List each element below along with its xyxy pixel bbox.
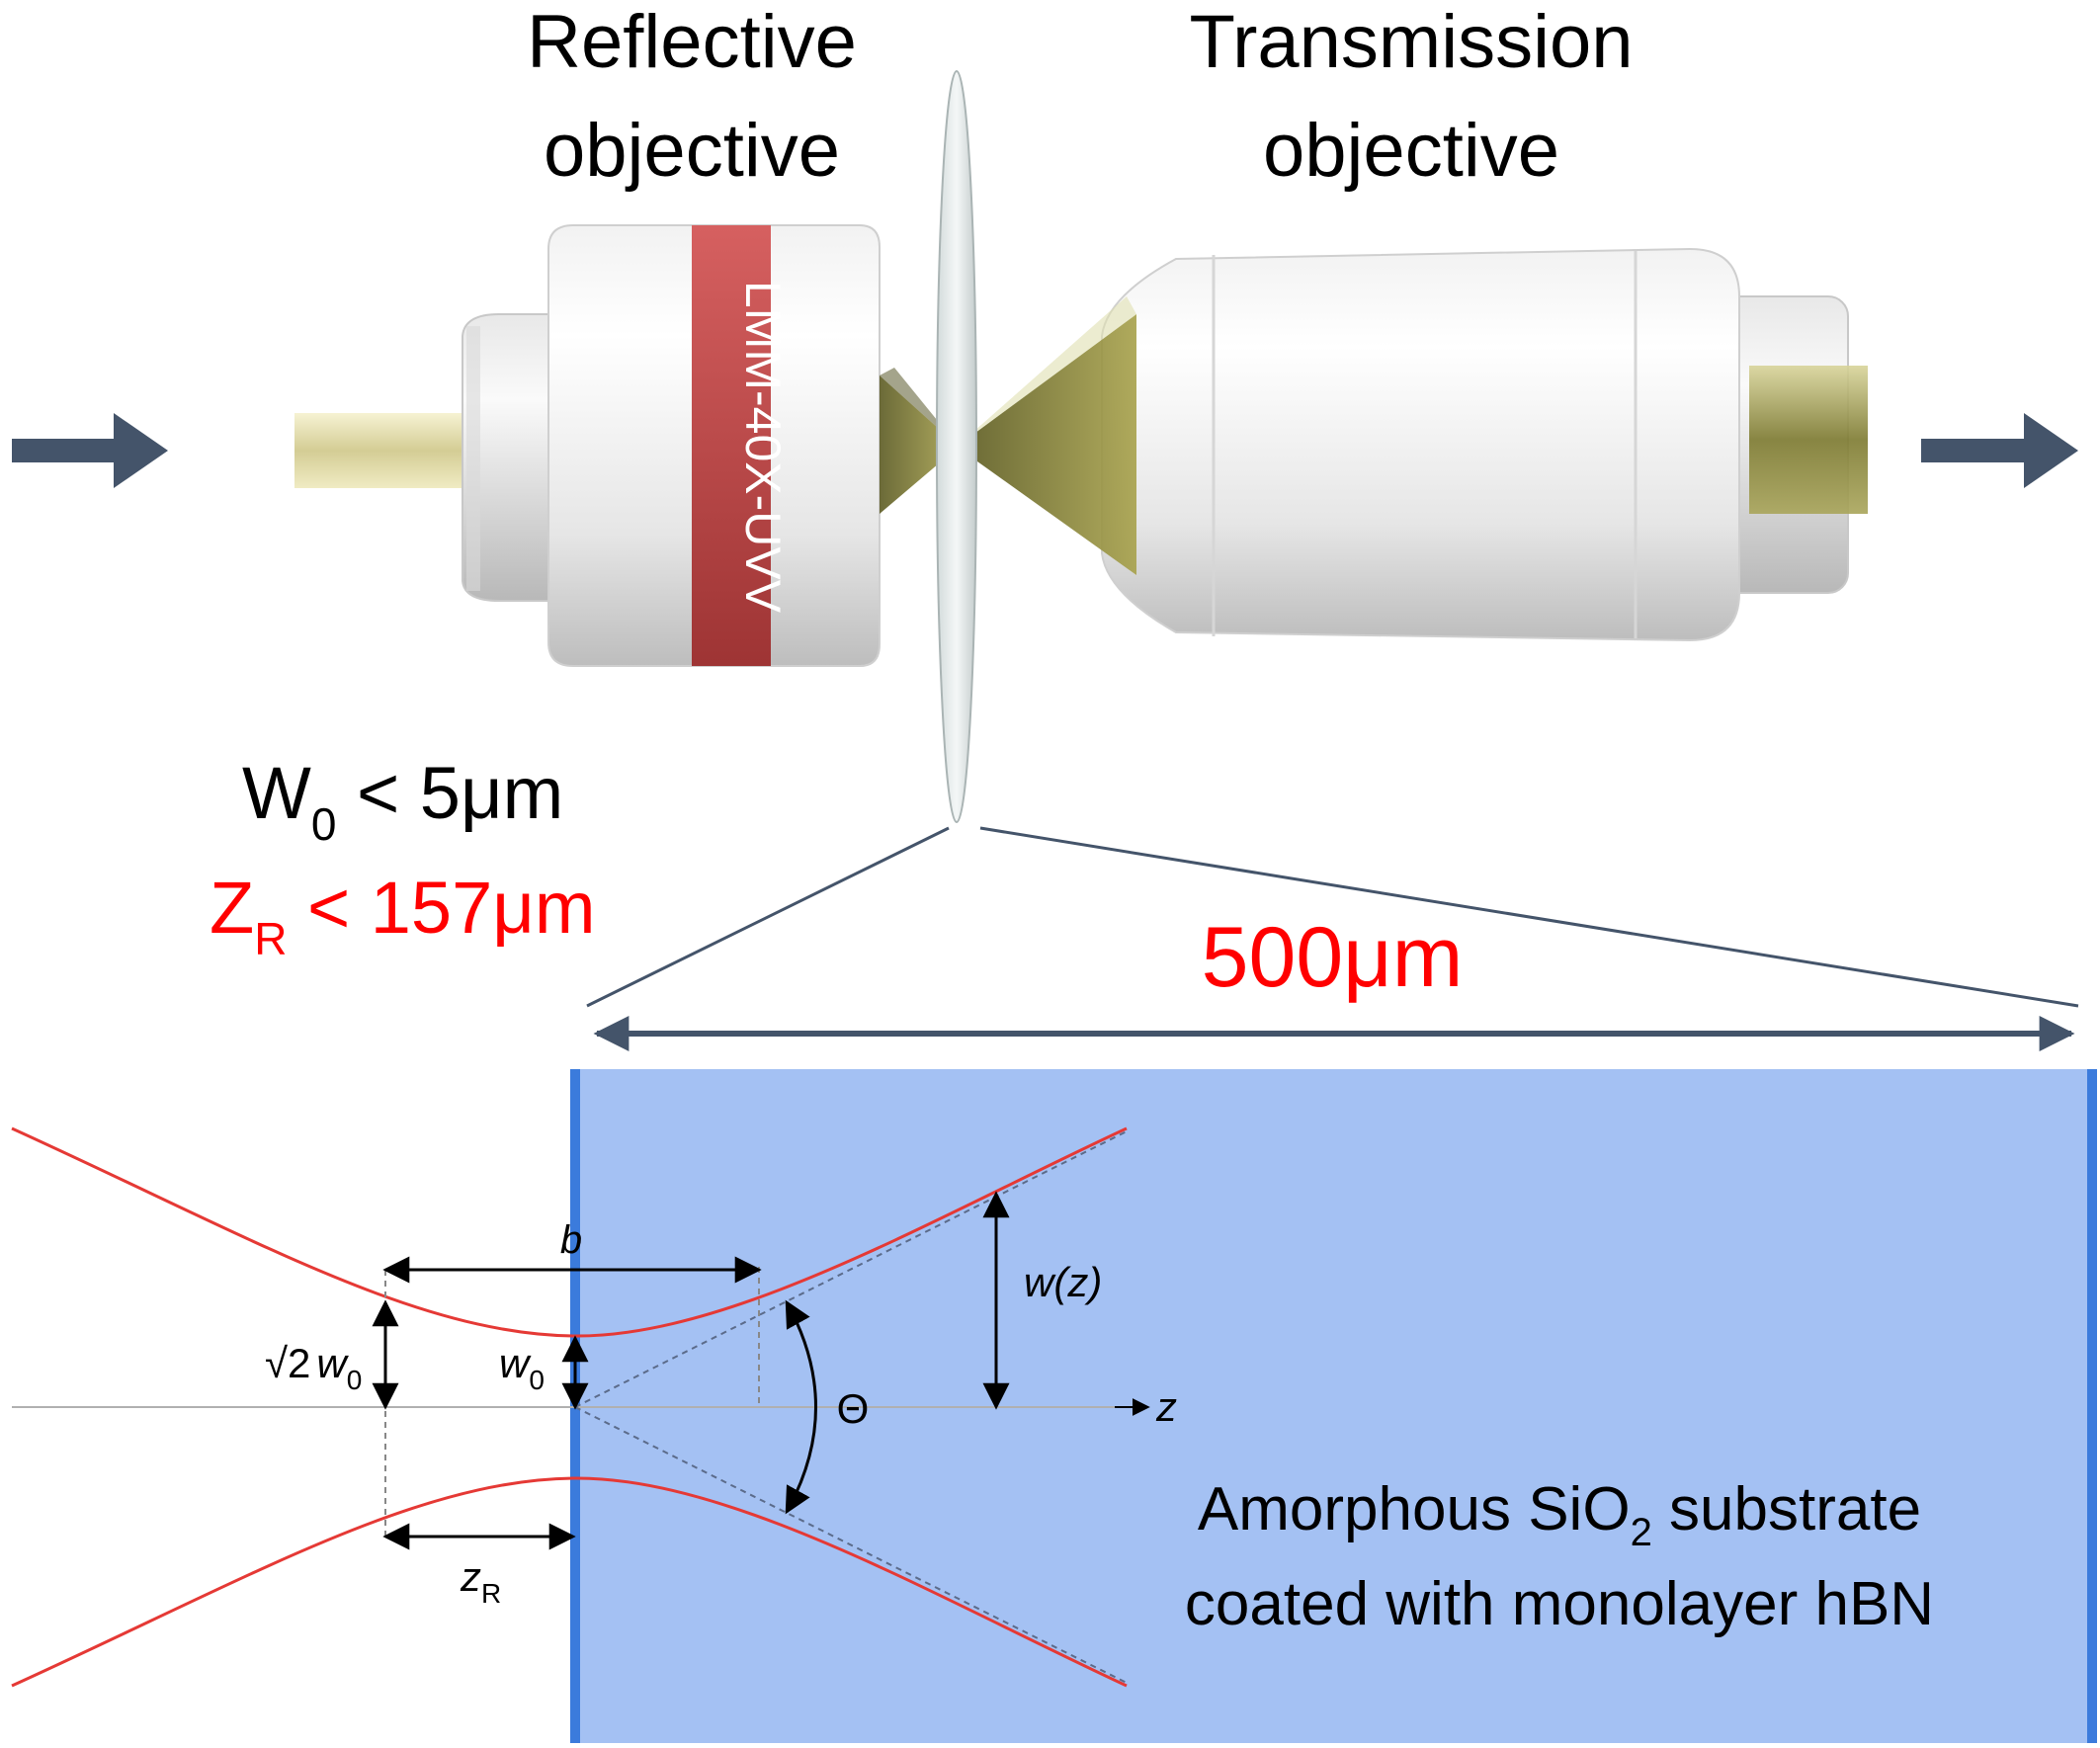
transmission-objective-label: Transmission objective xyxy=(1189,0,1633,193)
beam-envelope-lower xyxy=(11,1476,1128,1688)
input-beam xyxy=(294,413,472,488)
theta-label: Θ xyxy=(837,1385,870,1432)
substrate-back-surface xyxy=(2087,1069,2097,1743)
transmission-label-line1: Transmission xyxy=(1189,0,1633,84)
substrate-caption-line1: Amorphous SiO2 substrate xyxy=(1198,1475,1921,1554)
transmission-objective xyxy=(1101,247,1849,642)
rayleigh-spec: ZR < 157μm xyxy=(210,867,596,964)
substrate-caption: Amorphous SiO2 substrate coated with mon… xyxy=(1185,1475,1934,1638)
objective-model-text: LMM-40X-UVV xyxy=(735,281,791,614)
zoom-lines xyxy=(586,826,2079,1008)
reflective-objective-label: Reflective objective xyxy=(527,0,857,193)
wz-label: w(z) xyxy=(1024,1259,1102,1305)
input-arrow-icon xyxy=(12,413,168,488)
thickness-label: 500μm xyxy=(1202,910,1464,1005)
light-cone-right xyxy=(957,296,1136,575)
output-arrow-icon xyxy=(1921,413,2078,488)
w0-label: w0 xyxy=(499,1340,545,1395)
output-beam xyxy=(1749,366,1868,514)
reflective-label-line1: Reflective xyxy=(527,0,857,84)
w0-spec: W0 < 5μm xyxy=(242,752,563,850)
reflective-objective: LMM-40X-UVV xyxy=(462,224,881,667)
zr-spec: ZR < 157μm xyxy=(210,867,596,964)
waist-spec: W0 < 5μm xyxy=(242,752,563,850)
z-axis-label: z xyxy=(1155,1383,1177,1430)
reflective-label-line2: objective xyxy=(544,109,840,193)
sample-slide xyxy=(936,70,977,823)
transmission-label-line2: objective xyxy=(1263,109,1559,193)
substrate-caption-line2: coated with monolayer hBN xyxy=(1185,1570,1934,1638)
b-label: b xyxy=(560,1218,582,1262)
objective-band xyxy=(692,225,771,666)
divergence-angle-arc xyxy=(785,1299,817,1515)
zr-label: zR xyxy=(460,1553,501,1609)
